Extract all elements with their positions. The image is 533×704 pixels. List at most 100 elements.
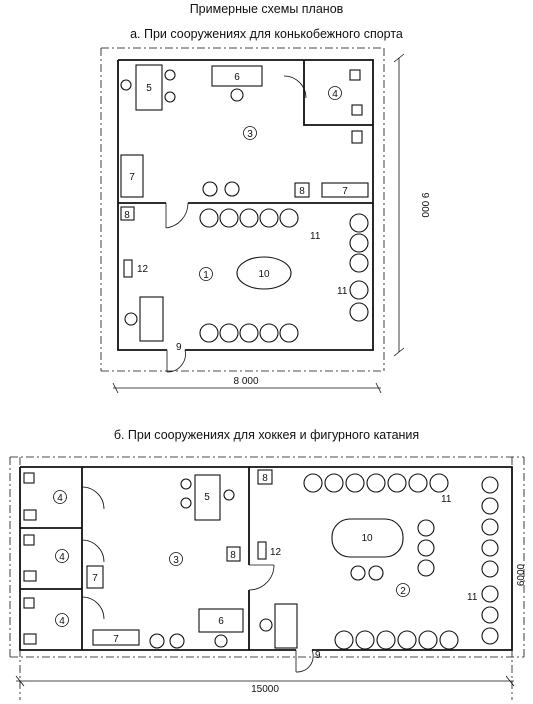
plan-a-label-10: 10	[258, 269, 270, 280]
plan-a-room-marker-3	[243, 126, 257, 140]
plan-a-box-8	[120, 206, 135, 221]
plan-a-sink-icon	[351, 104, 363, 116]
plan-b-cabinet-7	[86, 565, 104, 589]
plan-b-room-marker-4	[55, 613, 69, 627]
plan-a-chair	[120, 79, 132, 91]
plan-a-label-7: 7	[342, 186, 348, 197]
plan-a-label-12: 12	[137, 264, 149, 275]
plan-a-axis-lines	[100, 47, 385, 372]
plan-b-wc-walls	[20, 467, 83, 650]
plan-a-label-11: 11	[310, 231, 321, 242]
plan-b-desk-5	[194, 474, 221, 521]
plan-a-cabinet-7	[120, 154, 144, 198]
plan-a-inner-door	[165, 202, 189, 229]
plan-a-cabinet-icon	[351, 130, 363, 144]
plan-a-entrance-door	[166, 349, 186, 373]
plan-a-box-8	[294, 182, 310, 198]
plan-b-seats-small-group	[350, 519, 435, 581]
plan-a-label-4: 4	[332, 89, 338, 100]
plan-b-sink-icon	[23, 597, 35, 609]
plan-b-seat	[149, 633, 165, 649]
plan-b-chair	[180, 478, 192, 490]
plan-b-label-5: 5	[204, 492, 210, 503]
plan-b-label-8: 8	[230, 550, 236, 561]
plan-b-desk	[274, 603, 298, 649]
plan-b-chair	[180, 497, 192, 509]
plan-a-label-9: 9	[176, 342, 182, 353]
plan-b-subtitle: б. При сооружениях для хоккея и фигурног…	[113, 428, 420, 442]
plan-a-wc-walls	[303, 60, 373, 126]
plan-a-width-dimension-line	[112, 382, 382, 394]
plan-b-label-2: 2	[400, 586, 406, 597]
plan-b-axis-lines	[9, 456, 525, 700]
plan-b-label-7: 7	[92, 573, 98, 584]
plan-a-toilet-icon	[349, 69, 361, 81]
plan-a-width-dimension: 8 000	[233, 376, 258, 387]
plan-b-seats-top-row	[303, 473, 449, 493]
plan-b-width-dimension: 15000	[251, 684, 279, 695]
plan-b-label-4: 4	[59, 552, 65, 563]
plan-b-toilet-icon	[23, 633, 37, 645]
plan-b-room-marker-3	[169, 552, 183, 566]
plan-b-label-11: 11	[467, 592, 478, 603]
plan-b-room-marker-2	[396, 583, 410, 597]
plan-a-label-11: 11	[337, 286, 348, 297]
plan-b-label-3: 3	[173, 555, 179, 566]
plan-b: 4 4 4 5 3 7 7 6 8 8 12 10 2 11 11 9 1500…	[9, 456, 527, 700]
plan-b-label-11: 11	[441, 494, 452, 505]
plan-a-label-1: 1	[203, 270, 209, 281]
plan-b-label-6: 6	[218, 616, 224, 627]
plan-a-label-7: 7	[129, 172, 135, 183]
plan-a-chair	[164, 91, 176, 103]
plan-a-height-dimension-line	[393, 53, 405, 357]
plan-b-label-12: 12	[270, 547, 282, 558]
plan-a-room-marker-1	[199, 267, 213, 281]
plan-a-desk-6	[211, 65, 263, 87]
plan-b-room-marker-4	[53, 490, 67, 504]
plan-b-chair	[214, 634, 228, 648]
plan-a-seats-top-row	[199, 208, 299, 228]
plan-a-subtitle: а. При сооружениях для конькобежного спо…	[130, 27, 403, 41]
plan-a-bench-7	[321, 182, 369, 198]
plan-b-wc-doors	[81, 486, 105, 620]
plan-b-chair	[259, 618, 273, 632]
plan-a-seat	[224, 181, 240, 197]
plan-a-label-8: 8	[299, 186, 305, 197]
plan-a-chair	[164, 69, 176, 81]
plan-a-exterior-walls	[117, 59, 374, 351]
plan-a-box-12	[123, 259, 133, 278]
plan-b-label-4: 4	[57, 493, 63, 504]
plan-b-sink-icon	[23, 534, 35, 546]
plan-a-seats-right-column	[349, 213, 369, 322]
plan-b-label-7: 7	[113, 634, 119, 645]
plan-b-label-8: 8	[262, 473, 268, 484]
plan-b-entrance-door	[295, 649, 314, 673]
plan-b-bench-7	[92, 629, 140, 646]
plan-b-box-8	[226, 546, 241, 562]
plan-a-chair	[230, 88, 244, 102]
plan-b-label-9: 9	[315, 650, 321, 661]
plan-b-seat	[169, 633, 185, 649]
plan-b-seats-bottom-row	[334, 630, 459, 650]
plan-b-inner-door	[248, 564, 275, 591]
plan-a-room-marker-4	[328, 86, 342, 100]
plan-a-label-3: 3	[247, 129, 253, 140]
plan-a-label-8: 8	[124, 210, 130, 221]
plan-b-box-8	[257, 469, 273, 485]
page-title: Примерные схемы планов	[189, 2, 344, 16]
plan-b-desk-6	[198, 608, 244, 633]
plan-a-label-5: 5	[146, 83, 152, 94]
plan-a-desk-5	[135, 64, 163, 111]
plan-a: 5 6 3 4 7 8 7 8 11 12 1 10 11 9 8 000 9 …	[100, 47, 430, 394]
plan-a-seat	[202, 181, 218, 197]
plan-a-table-10	[236, 256, 292, 290]
plan-b-label-10: 10	[361, 533, 373, 544]
plan-a-seats-bottom-row	[199, 323, 299, 343]
plan-b-seats-right-column	[481, 476, 499, 645]
plan-a-label-6: 6	[234, 72, 240, 83]
plan-b-sink-icon	[23, 472, 35, 484]
plan-b-height-dimension: 6000	[516, 563, 527, 586]
plan-b-room-marker-4	[55, 549, 69, 563]
plan-b-toilet-icon	[23, 509, 37, 521]
